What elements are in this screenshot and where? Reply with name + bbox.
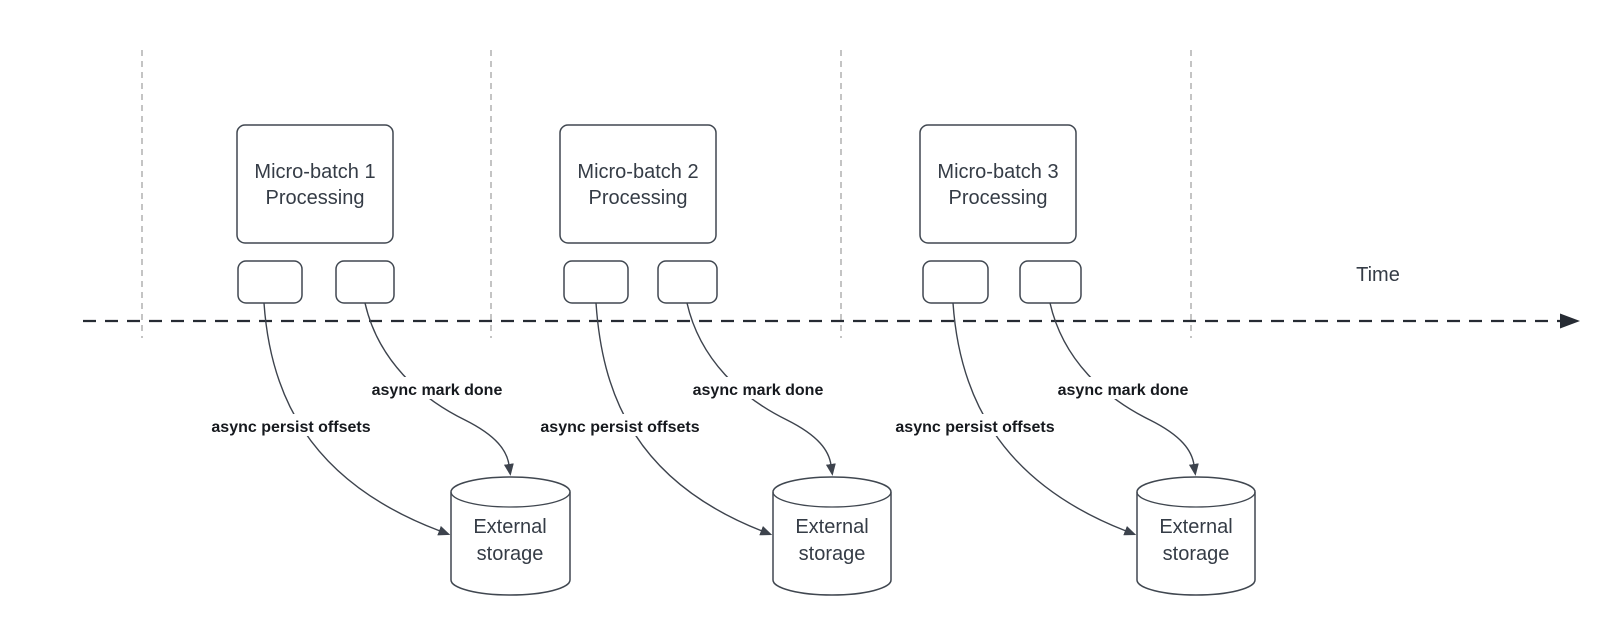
time-axis-arrowhead-icon: [1560, 313, 1580, 329]
cylinder-rim: [1136, 491, 1256, 508]
external-storage-cylinder: External storage: [1136, 476, 1256, 596]
mark-done-task-box: [657, 260, 718, 304]
mark-done-task-box: [335, 260, 395, 304]
persist-offsets-task-box: [922, 260, 989, 304]
cylinder-rim: [450, 491, 571, 508]
micro-batch-title-line2: Processing: [266, 187, 365, 209]
mark-done-arrow: [1049, 302, 1199, 476]
mark-done-arrow: [364, 302, 514, 476]
persist-offsets-label: async persist offsets: [895, 419, 1054, 436]
mark-done-label: async mark done: [693, 382, 824, 399]
persist-offsets-task-box: [563, 260, 629, 304]
time-axis-label: Time: [1356, 264, 1400, 286]
persist-offsets-label-bg: [886, 414, 1064, 436]
storage-label-line1: External: [473, 516, 546, 538]
persist-offsets-task-box: [237, 260, 303, 304]
mark-done-label-bg: [1048, 377, 1198, 399]
micro-batch-box: [559, 124, 717, 244]
cylinder-body: [450, 476, 571, 596]
storage-label-line1: External: [795, 516, 868, 538]
persist-offsets-label: async persist offsets: [540, 419, 699, 436]
persist-offsets-label: async persist offsets: [211, 419, 370, 436]
cylinder-body: [772, 476, 892, 596]
mark-done-label-bg: [683, 377, 833, 399]
mark-done-label: async mark done: [1058, 382, 1189, 399]
external-storage-cylinder: External storage: [450, 476, 571, 596]
persist-offsets-label-bg: [531, 414, 709, 436]
cylinder-body: [1136, 476, 1256, 596]
mark-done-label: async mark done: [372, 382, 503, 399]
storage-label-line2: storage: [477, 543, 544, 565]
storage-label-line1: External: [1159, 516, 1232, 538]
mark-done-task-box: [1019, 260, 1082, 304]
micro-batch-box: [919, 124, 1077, 244]
micro-batch-title-line1: Micro-batch 3: [937, 161, 1058, 183]
cylinder-rim: [772, 491, 892, 508]
storage-label-line2: storage: [1163, 543, 1230, 565]
mark-done-label-bg: [362, 377, 512, 399]
mark-done-arrow: [686, 302, 836, 476]
persist-offsets-label-bg: [202, 414, 380, 436]
micro-batch-group-2: Micro-batch 2 Processing async persist o…: [531, 124, 892, 596]
micro-batch-title-line1: Micro-batch 1: [254, 161, 375, 183]
micro-batch-title-line1: Micro-batch 2: [577, 161, 698, 183]
micro-batch-group-1: Micro-batch 1 Processing async persist o…: [202, 124, 571, 596]
micro-batch-title-line2: Processing: [949, 187, 1048, 209]
external-storage-cylinder: External storage: [772, 476, 892, 596]
time-axis: Time: [83, 264, 1580, 329]
storage-label-line2: storage: [799, 543, 866, 565]
micro-batch-box: [236, 124, 394, 244]
micro-batch-group-3: Micro-batch 3 Processing async persist o…: [886, 124, 1256, 596]
micro-batch-title-line2: Processing: [589, 187, 688, 209]
